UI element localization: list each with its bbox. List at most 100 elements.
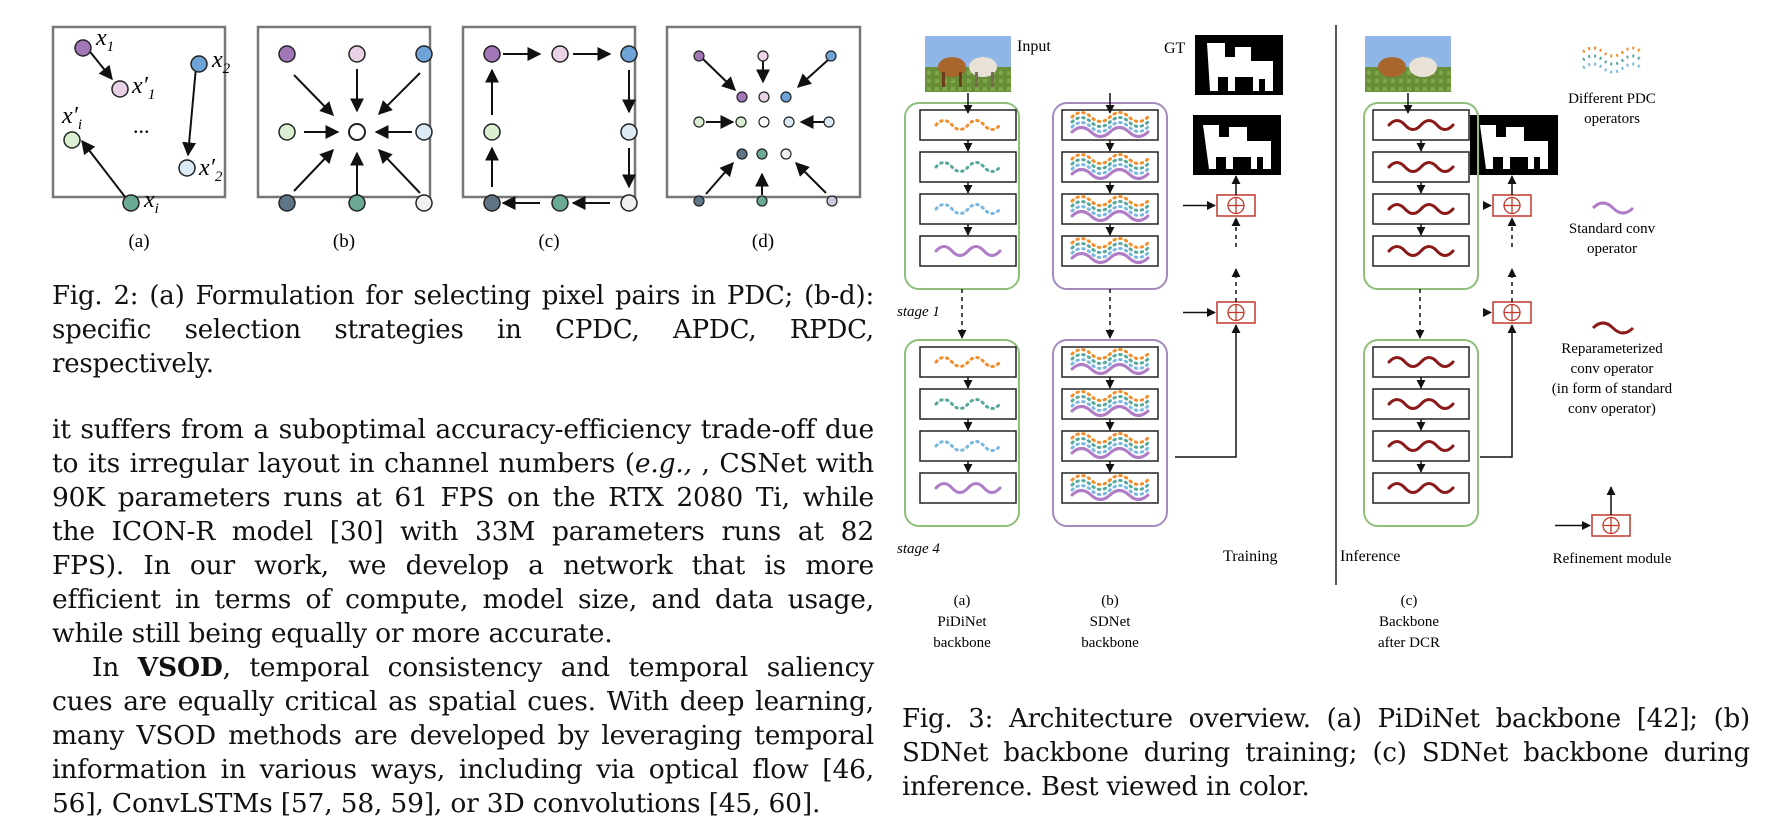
svg-text:conv operator): conv operator) (1568, 401, 1656, 417)
fig2-label-b: (b) (333, 231, 355, 252)
pdc-orange-wave (1070, 237, 1150, 249)
fig2-label-c: (c) (538, 231, 559, 252)
teal-wave (934, 398, 1002, 410)
pdc-teal-wave (1070, 242, 1150, 254)
pdc-blue-wave (1070, 358, 1150, 370)
svg-text:SDNet: SDNet (1090, 614, 1132, 630)
refine-modules-c (1492, 194, 1532, 324)
fig3-architecture: Input GT (897, 25, 1673, 651)
sdnet-train-blocks (1061, 109, 1159, 504)
pdc-teal-wave (1070, 395, 1150, 407)
gt-label: GT (1164, 40, 1186, 57)
svg-text:x′2: x′2 (198, 155, 223, 185)
pdc-teal-wave (1070, 158, 1150, 170)
pdc-teal-wave (1070, 479, 1150, 491)
legend: Different PDC operators Standard conv op… (1552, 46, 1673, 567)
std-purple-wave (1070, 126, 1150, 138)
pdc-orange-wave (1070, 432, 1150, 444)
input-label: Input (1017, 38, 1051, 55)
label-x1: x (95, 25, 107, 51)
svg-text:x′i: x′i (61, 103, 82, 133)
sdnet-infer-blocks (1372, 109, 1470, 504)
svg-text:operators: operators (1584, 111, 1640, 127)
std-purple-wave (1070, 252, 1150, 264)
fig2-label-d: (d) (752, 231, 774, 252)
pdc-blue-wave (1070, 163, 1150, 175)
svg-text:Refinement module: Refinement module (1553, 551, 1672, 567)
std-purple-wave (1070, 168, 1150, 180)
inference-label: Inference (1340, 548, 1400, 565)
fig2-panel-d: (d) (665, 25, 862, 252)
pdc-orange-wave (1070, 474, 1150, 486)
rep-conv-wave (1387, 482, 1455, 494)
pdc-teal-wave (1070, 437, 1150, 449)
pdc-teal-wave (1070, 116, 1150, 128)
gt-mask (1195, 35, 1283, 95)
rep-conv-wave (1387, 398, 1455, 410)
blue-wave (934, 203, 1002, 215)
svg-text:operator: operator (1587, 241, 1637, 257)
svg-text:Backbone: Backbone (1379, 614, 1439, 630)
svg-text:Reparameterized: Reparameterized (1561, 341, 1663, 357)
svg-text:(in form of standard: (in form of standard (1552, 381, 1673, 397)
pdc-blue-wave (1070, 400, 1150, 412)
input-image-c (1365, 36, 1451, 92)
pdc-blue-wave (1070, 205, 1150, 217)
stage4-label: stage 4 (897, 541, 940, 557)
std-purple-wave (1070, 405, 1150, 417)
fig2-diagrams: x1 x2 x′1 x′i ... x′2 xi (a) (b) (51, 25, 862, 252)
svg-text:(a): (a) (954, 593, 971, 609)
teal-wave (934, 161, 1002, 173)
paragraph-1: it suffers from a suboptimal accuracy-ef… (52, 414, 874, 649)
input-image (925, 36, 1011, 92)
svg-text:x2: x2 (211, 47, 231, 77)
rep-conv-wave (1387, 161, 1455, 173)
pdc-blue-wave (1070, 442, 1150, 454)
fig2-label-a: (a) (128, 231, 149, 252)
pred-mask-c (1470, 115, 1558, 175)
std-purple-wave (1070, 447, 1150, 459)
fig3-caption: Fig. 3: Architecture overview. (a) PiDiN… (902, 704, 1750, 802)
pdc-orange-wave (1070, 111, 1150, 123)
svg-text:x1: x1 (95, 25, 114, 55)
svg-text:conv operator: conv operator (1571, 361, 1654, 377)
fig2-panel-b: (b) (256, 25, 433, 252)
pdc-orange-wave (1070, 390, 1150, 402)
rep-conv-wave (1387, 119, 1455, 131)
rep-conv-wave (1387, 203, 1455, 215)
svg-text:after DCR: after DCR (1378, 635, 1440, 651)
orange-wave (934, 119, 1002, 131)
svg-text:backbone: backbone (933, 635, 991, 651)
pdc-orange-wave (1070, 153, 1150, 165)
pdc-orange-wave (1070, 348, 1150, 360)
orange-wave (934, 356, 1002, 368)
svg-text:Different PDC: Different PDC (1568, 91, 1656, 107)
stage1-label: stage 1 (897, 304, 940, 320)
pdc-teal-wave (1070, 200, 1150, 212)
training-label: Training (1223, 548, 1278, 565)
rep-conv-wave (1387, 245, 1455, 257)
rep-conv-wave (1387, 356, 1455, 368)
pdc-blue-wave (1070, 247, 1150, 259)
svg-text:x′1: x′1 (131, 73, 155, 103)
svg-text:backbone: backbone (1081, 635, 1139, 651)
purple-wave (934, 482, 1002, 494)
std-purple-wave (1070, 363, 1150, 375)
rep-conv-wave (1387, 440, 1455, 452)
blue-wave (934, 440, 1002, 452)
purple-wave (934, 245, 1002, 257)
body-text: it suffers from a suboptimal accuracy-ef… (52, 413, 874, 821)
fig2-panel-c: (c) (461, 25, 638, 252)
pdc-orange-wave (1070, 195, 1150, 207)
fig2-panel-a: x1 x2 x′1 x′i ... x′2 xi (a) (51, 25, 231, 252)
pdc-blue-wave (1070, 121, 1150, 133)
std-purple-wave (1070, 489, 1150, 501)
pdc-teal-wave (1070, 353, 1150, 365)
svg-text:Standard conv: Standard conv (1569, 221, 1656, 237)
svg-text:xi: xi (143, 187, 159, 217)
svg-text:PiDiNet: PiDiNet (937, 614, 987, 630)
fig2-caption: Fig. 2: (a) Formulation for selecting pi… (52, 281, 874, 379)
pidinet-blocks (919, 109, 1017, 504)
svg-text:...: ... (133, 113, 150, 138)
paragraph-2: In VSOD, temporal consistency and tempor… (52, 652, 875, 819)
